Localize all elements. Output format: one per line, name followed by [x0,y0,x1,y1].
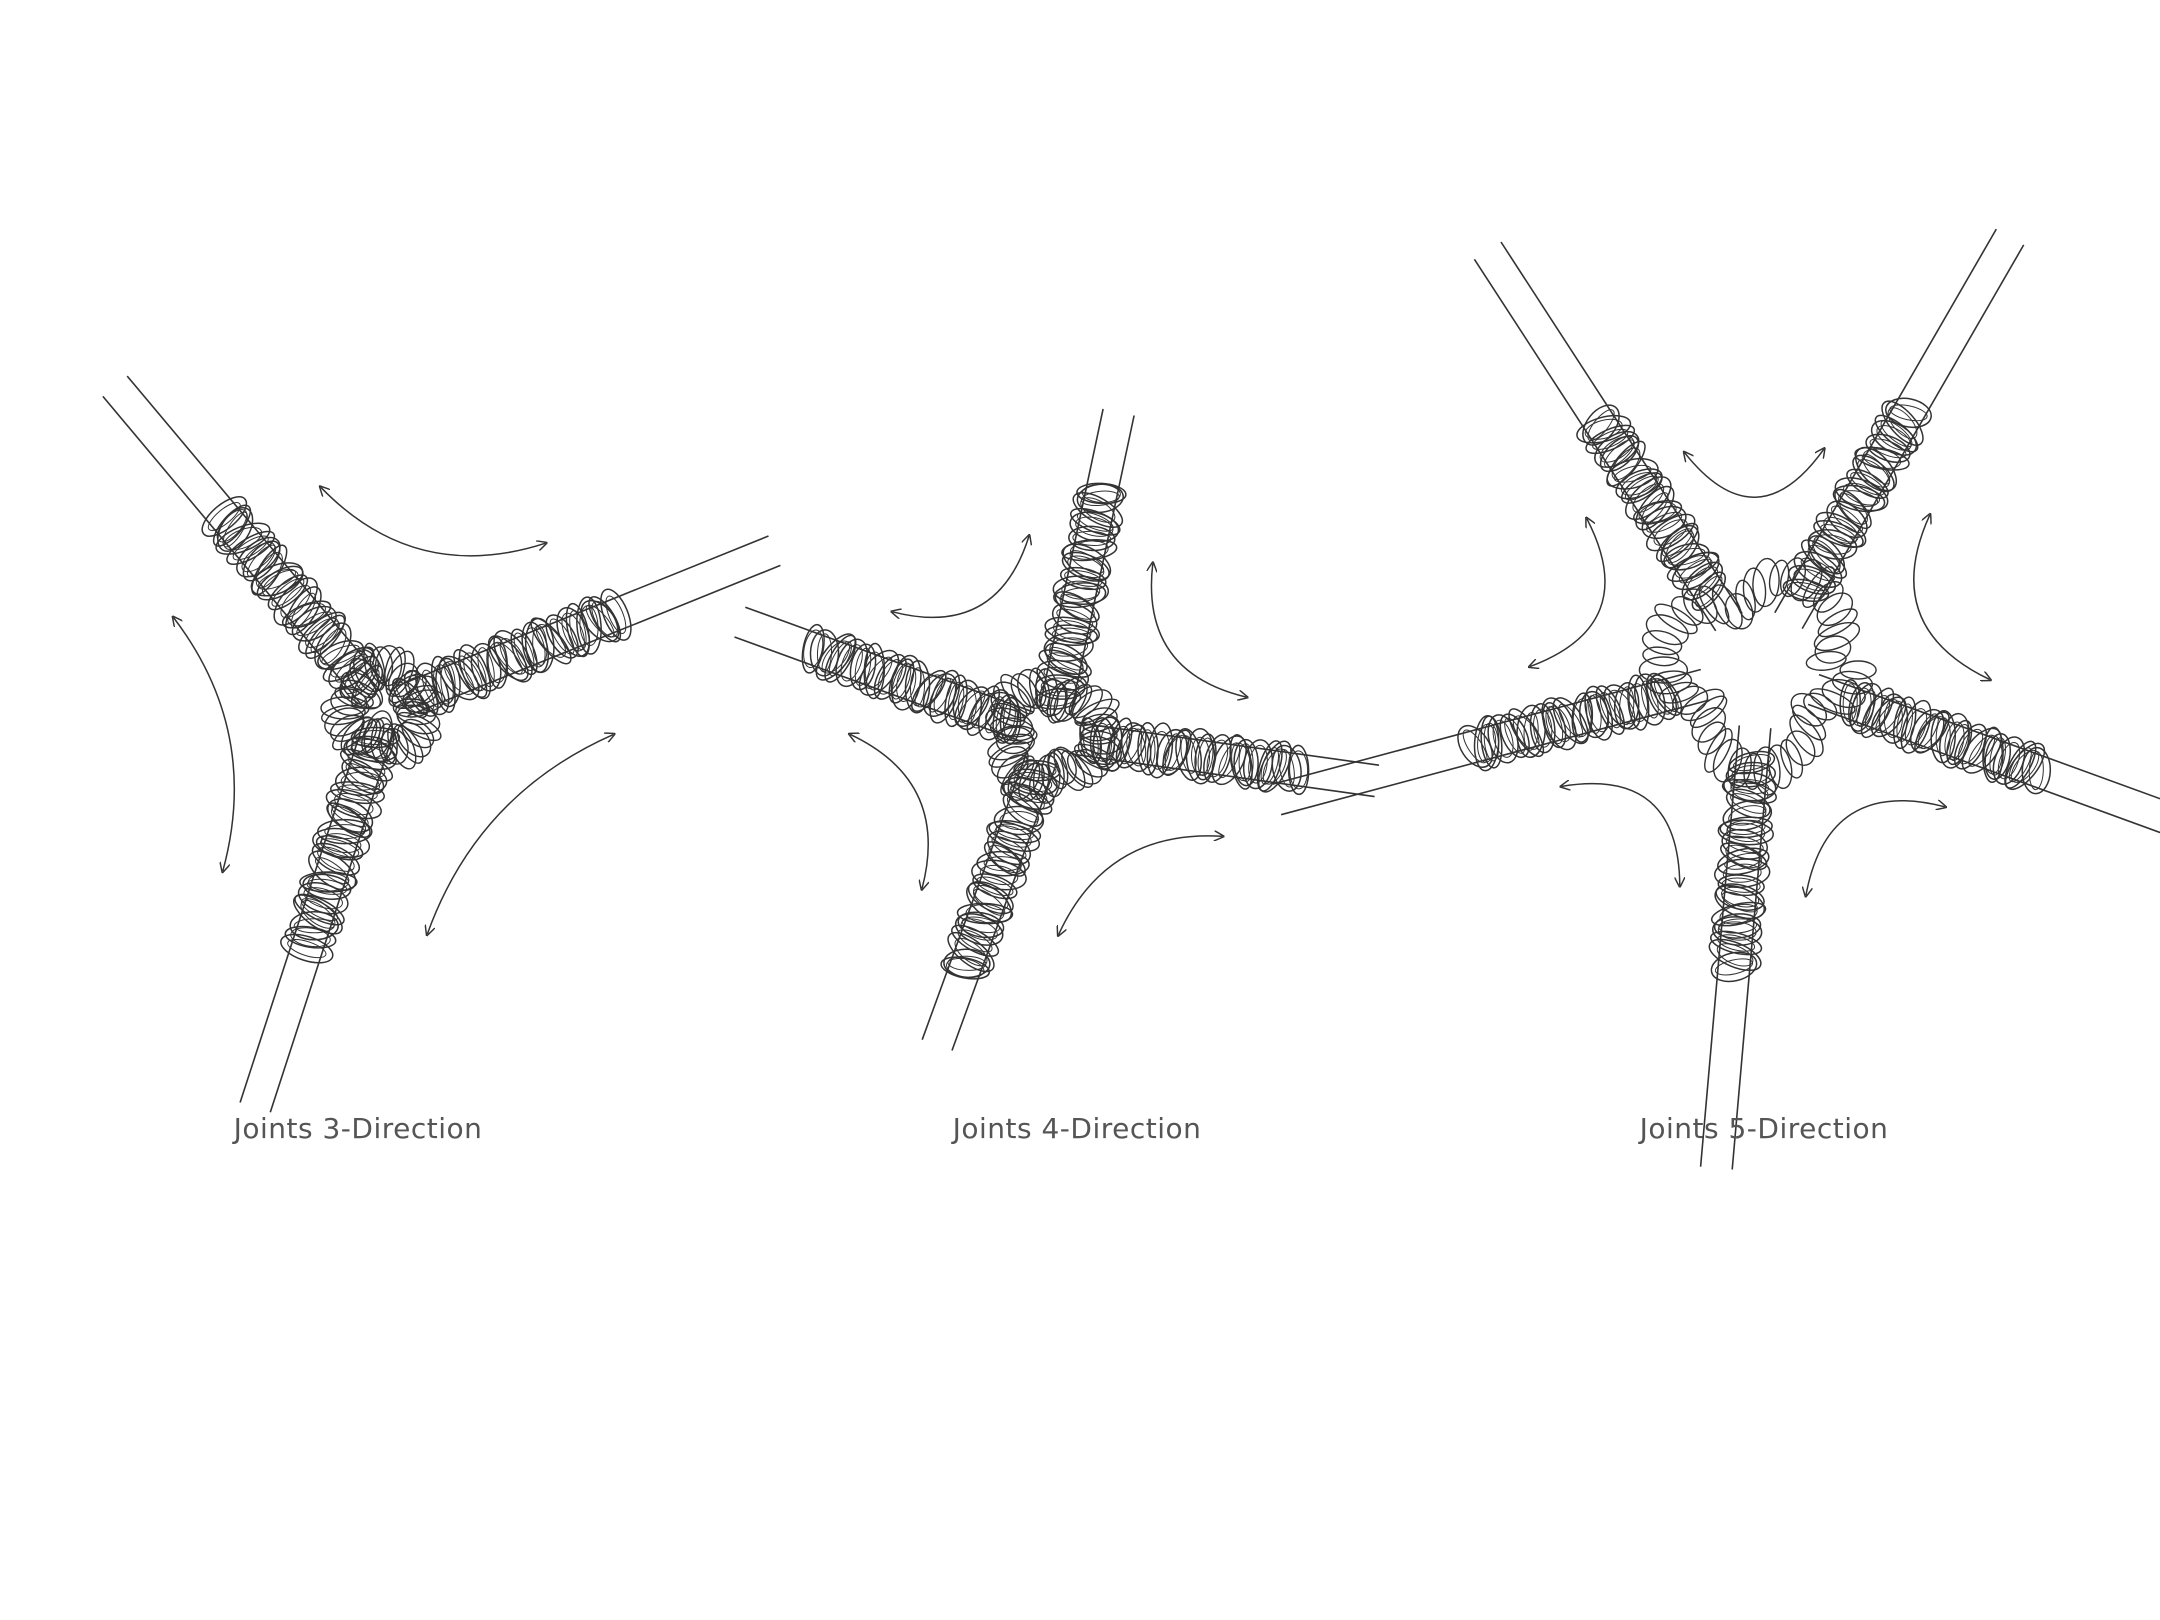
coil-arm-4 [1272,668,1710,816]
rotation-arrow [1151,563,1246,697]
rotation-arrow [1059,836,1223,935]
rotation-arrow [1562,784,1680,886]
rotation-arrow [893,536,1030,617]
coil-arm-3 [1699,725,1777,1170]
rotation-arrow [1530,519,1606,667]
joint-5-direction-diagram [1272,228,2160,1170]
joint-core [985,667,1122,804]
rotation-arrow [850,734,928,888]
coil-arm-2 [1807,673,2160,834]
coil-arm-1 [1034,408,1135,715]
caption-joints-4-direction: Joints 4-Direction [952,1112,1202,1145]
coil-arm-1 [1774,228,2025,629]
coil-arm-2 [239,719,401,1113]
rotation-arrow [1913,515,1990,680]
caption-joints-3-direction: Joints 3-Direction [233,1112,483,1145]
joint-3-direction-diagram [102,375,781,1113]
coil-arm-3 [921,751,1061,1051]
coil-arm-3 [102,375,387,709]
rotation-arrow [321,487,546,557]
joint-4-direction-diagram [734,408,1380,1051]
rotation-arrow [427,734,613,934]
rotation-arrow [1685,449,1824,498]
rotation-arrow [174,618,236,872]
coil-arm-4 [734,606,1034,745]
coil-arm-5 [1473,241,1743,632]
caption-joints-5-direction: Joints 5-Direction [1639,1112,1889,1145]
coil-arm-2 [1071,716,1380,798]
joint-core [1638,557,1877,796]
rotation-arrow [1806,801,1945,896]
coil-arm-1 [392,535,781,719]
